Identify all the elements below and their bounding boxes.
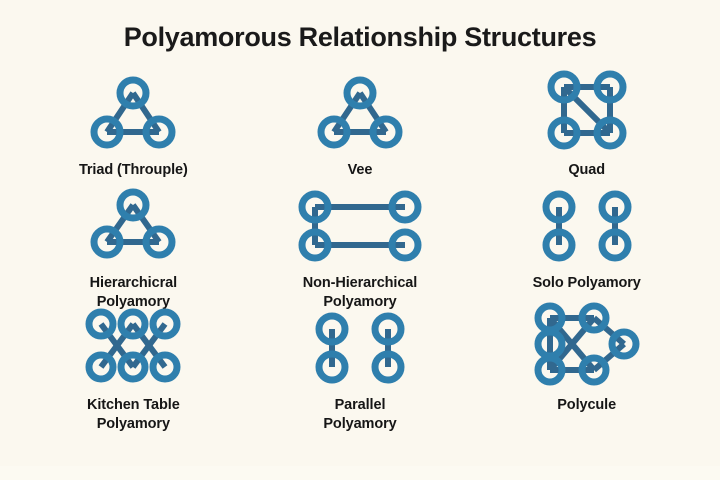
structure-label-vee: Vee bbox=[348, 161, 373, 180]
structure-label-line1: Kitchen Table bbox=[86, 397, 180, 413]
solo-two-pairs-icon bbox=[532, 185, 642, 263]
hierarchical-triangle-icon bbox=[90, 185, 176, 263]
kitchen-table-lattice-icon bbox=[83, 307, 183, 385]
structure-card-hierarchical: Hierarchicral Polyamory bbox=[20, 185, 247, 311]
structure-label-line2: Polyamory bbox=[323, 293, 397, 310]
structure-label-line1: Hierarchicral bbox=[89, 275, 178, 291]
structure-card-non-hierarchical: Non-Hierarchical Polyamory bbox=[247, 185, 474, 311]
structure-label-line1: Quad bbox=[568, 162, 605, 178]
structure-label-line2: Polyamory bbox=[96, 293, 170, 310]
structure-label-line2: Polyamory bbox=[96, 415, 170, 432]
structure-card-solo: Solo Polyamory bbox=[473, 185, 700, 293]
structure-label-line1: Solo Polyamory bbox=[532, 275, 641, 291]
structure-card-kitchen-table: Kitchen Table Polyamory bbox=[20, 307, 247, 433]
structure-card-parallel: Parallel Polyamory bbox=[247, 307, 474, 433]
bottom-edge-band bbox=[0, 466, 720, 480]
structure-label-line1: Vee bbox=[347, 162, 373, 178]
structure-label-triad: Triad (Throuple) bbox=[79, 161, 188, 180]
triad-triangle-icon bbox=[90, 72, 176, 150]
structure-label-kitchen-table: Kitchen Table Polyamory bbox=[87, 396, 180, 433]
structure-label-non-hierarchical: Non-Hierarchical Polyamory bbox=[302, 274, 418, 311]
structures-grid: Triad (Throuple) Vee bbox=[20, 70, 700, 433]
structure-label-line1: Parallel bbox=[334, 397, 386, 413]
structure-card-polycule: Polycule bbox=[473, 302, 700, 415]
structure-label-line1: Polycule bbox=[557, 397, 617, 413]
structure-label-line2: Polyamory bbox=[323, 415, 397, 432]
structure-label-hierarchical: Hierarchicral Polyamory bbox=[90, 274, 177, 311]
quad-square-icon bbox=[544, 70, 630, 150]
page-title: Polyamorous Relationship Structures bbox=[123, 22, 597, 52]
structure-label-line1: Triad (Throuple) bbox=[78, 162, 188, 178]
structure-label-solo: Solo Polyamory bbox=[533, 274, 641, 293]
structure-label-parallel: Parallel Polyamory bbox=[323, 396, 396, 433]
structure-label-line1: Non-Hierarchical bbox=[302, 275, 418, 291]
structure-label-quad: Quad bbox=[568, 161, 605, 180]
structure-card-quad: Quad bbox=[473, 70, 700, 180]
structure-card-vee: Vee bbox=[247, 72, 474, 180]
structure-card-triad: Triad (Throuple) bbox=[20, 72, 247, 180]
vee-triangle-icon bbox=[317, 72, 403, 150]
non-hierarchical-ladder-icon bbox=[295, 185, 425, 263]
structure-label-polycule: Polycule bbox=[557, 396, 616, 415]
parallel-two-pairs-icon bbox=[305, 307, 415, 385]
polycule-network-icon bbox=[532, 302, 642, 386]
